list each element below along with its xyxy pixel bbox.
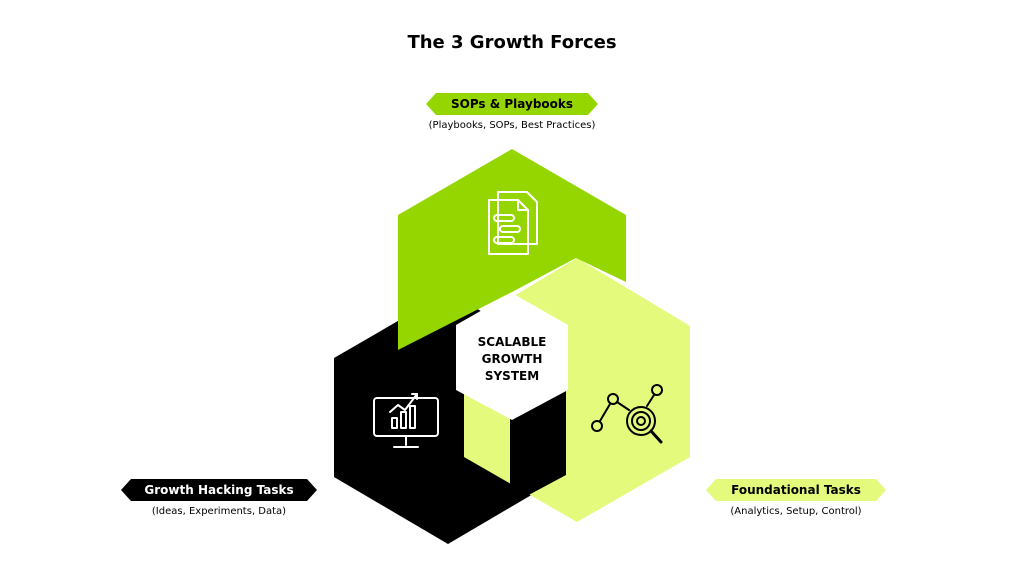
page-title: The 3 Growth Forces <box>407 32 617 53</box>
analytics-target-icon <box>591 384 663 444</box>
center-label: SCALABLE GROWTH SYSTEM <box>462 334 562 385</box>
sops-playbooks-subtitle: (Playbooks, SOPs, Best Practices) <box>428 120 596 131</box>
center-label-line-2: GROWTH <box>481 352 543 366</box>
center-label-line-1: SCALABLE <box>477 335 547 349</box>
growth-hacking-subtitle: (Ideas, Experiments, Data) <box>151 506 287 517</box>
sops-playbooks-tag: SOPs & Playbooks <box>426 93 598 115</box>
foundational-tasks-tag: Foundational Tasks <box>706 479 886 501</box>
center-label-line-3: SYSTEM <box>484 369 540 383</box>
center-hexagon <box>456 293 568 420</box>
document-stack-icon <box>488 191 538 255</box>
foundational-tasks-subtitle: (Analytics, Setup, Control) <box>730 506 862 517</box>
monitor-chart-icon <box>373 393 439 448</box>
sops-hexagon <box>398 149 626 350</box>
growth-hacking-tag: Growth Hacking Tasks <box>121 479 317 501</box>
